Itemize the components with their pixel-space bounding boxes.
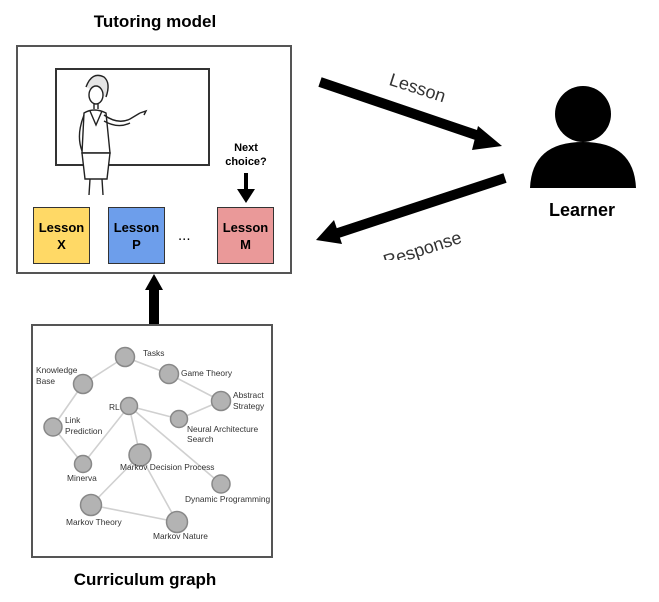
node-game-theory <box>158 363 180 385</box>
learner-label: Learner <box>548 200 616 220</box>
label-knowledge-base-2: Base <box>36 376 55 386</box>
lesson-arrow <box>318 77 502 150</box>
curriculum-graph-title: Curriculum graph <box>73 570 217 589</box>
label-markov-theory: Markov Theory <box>66 517 123 527</box>
node-minerva <box>73 454 93 474</box>
curriculum-graph-box: Tasks Knowledge Base Game Theory Abstrac… <box>31 324 273 558</box>
label-abstract-strategy-1: Abstract <box>233 390 264 400</box>
label-markov-nature: Markov Nature <box>153 531 208 541</box>
interaction-arrows: Lesson Response <box>316 69 507 260</box>
node-rl <box>119 396 139 416</box>
label-game-theory: Game Theory <box>181 368 233 378</box>
label-abstract-strategy-2: Strategy <box>233 401 265 411</box>
node-markov-nature <box>165 510 189 534</box>
label-tasks: Tasks <box>143 348 164 358</box>
node-nas <box>169 409 189 429</box>
node-link-prediction <box>43 417 63 437</box>
label-mdp: Markov Decision Process <box>120 462 214 472</box>
ellipsis: ... <box>178 227 191 244</box>
node-dynamic-programming <box>211 474 231 494</box>
next-choice-arrow <box>237 173 255 203</box>
node-knowledge-base <box>72 373 94 395</box>
node-tasks <box>114 346 136 368</box>
teacher-icon <box>78 74 148 196</box>
learner-icon <box>530 86 636 188</box>
label-nas-2: Search <box>187 434 214 444</box>
teacher-illustration <box>55 68 210 196</box>
node-markov-theory <box>79 493 103 517</box>
label-minerva: Minerva <box>67 473 97 483</box>
response-arrow <box>316 173 507 244</box>
label-knowledge-base-1: Knowledge <box>36 365 78 375</box>
curriculum-to-tutor-arrow <box>145 274 163 324</box>
node-abstract-strategy <box>210 390 232 412</box>
graph-nodes <box>43 346 232 534</box>
next-choice-label: Next choice? <box>225 142 267 168</box>
lesson-arrow-label: Lesson <box>387 69 448 106</box>
label-link-prediction-2: Prediction <box>65 426 103 436</box>
response-arrow-label: Response <box>381 227 464 260</box>
label-rl: RL <box>109 402 120 412</box>
graph-labels: Tasks Knowledge Base Game Theory Abstrac… <box>36 348 271 541</box>
curriculum-graph: Tasks Knowledge Base Game Theory Abstrac… <box>36 346 271 541</box>
label-dynamic-programming: Dynamic Programming <box>185 494 271 504</box>
node-mdp <box>128 443 152 467</box>
tutoring-model-title: Tutoring model <box>93 12 217 31</box>
label-link-prediction-1: Link <box>65 415 81 425</box>
label-nas-1: Neural Architecture <box>187 424 259 434</box>
